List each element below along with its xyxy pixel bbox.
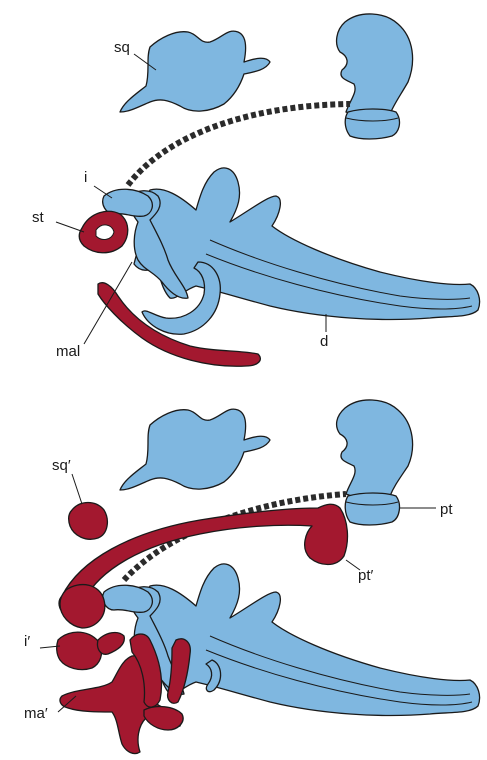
leader-mal [84,262,132,344]
label-st: st [32,209,45,226]
label-d: d [320,333,328,350]
bottom-panel: sq′ pt pt′ i′ ma′ [24,400,480,754]
leader-st [56,222,84,232]
incus-prime-bone [60,585,105,628]
petrosal-condyle-2 [345,493,399,525]
label-i: i [84,169,87,186]
incus-prime-process [97,633,124,655]
incus-prime-lower [57,632,102,669]
squamosal-prime-bone [69,503,108,540]
label-sq-prime: sq′ [52,457,71,474]
label-mal: mal [56,343,80,360]
petrosal-condyle [345,109,399,139]
label-pt-prime: pt′ [358,567,374,584]
label-i-prime: i′ [24,633,30,650]
petrosal-bone-2 [337,400,413,499]
leader-pt-prime [346,560,360,570]
leader-sq-prime [72,474,82,504]
squamosal-bone-2 [120,409,270,490]
top-panel: sq i st mal d [32,14,480,366]
label-pt: pt [440,501,453,518]
stapes-foramen [96,225,114,240]
malleus-prime-foot [144,707,183,730]
jaw-joint-dotted-arc [128,104,350,185]
label-sq: sq [114,39,130,56]
label-ma-prime: ma′ [24,705,48,722]
squamosal-bone [120,31,270,112]
